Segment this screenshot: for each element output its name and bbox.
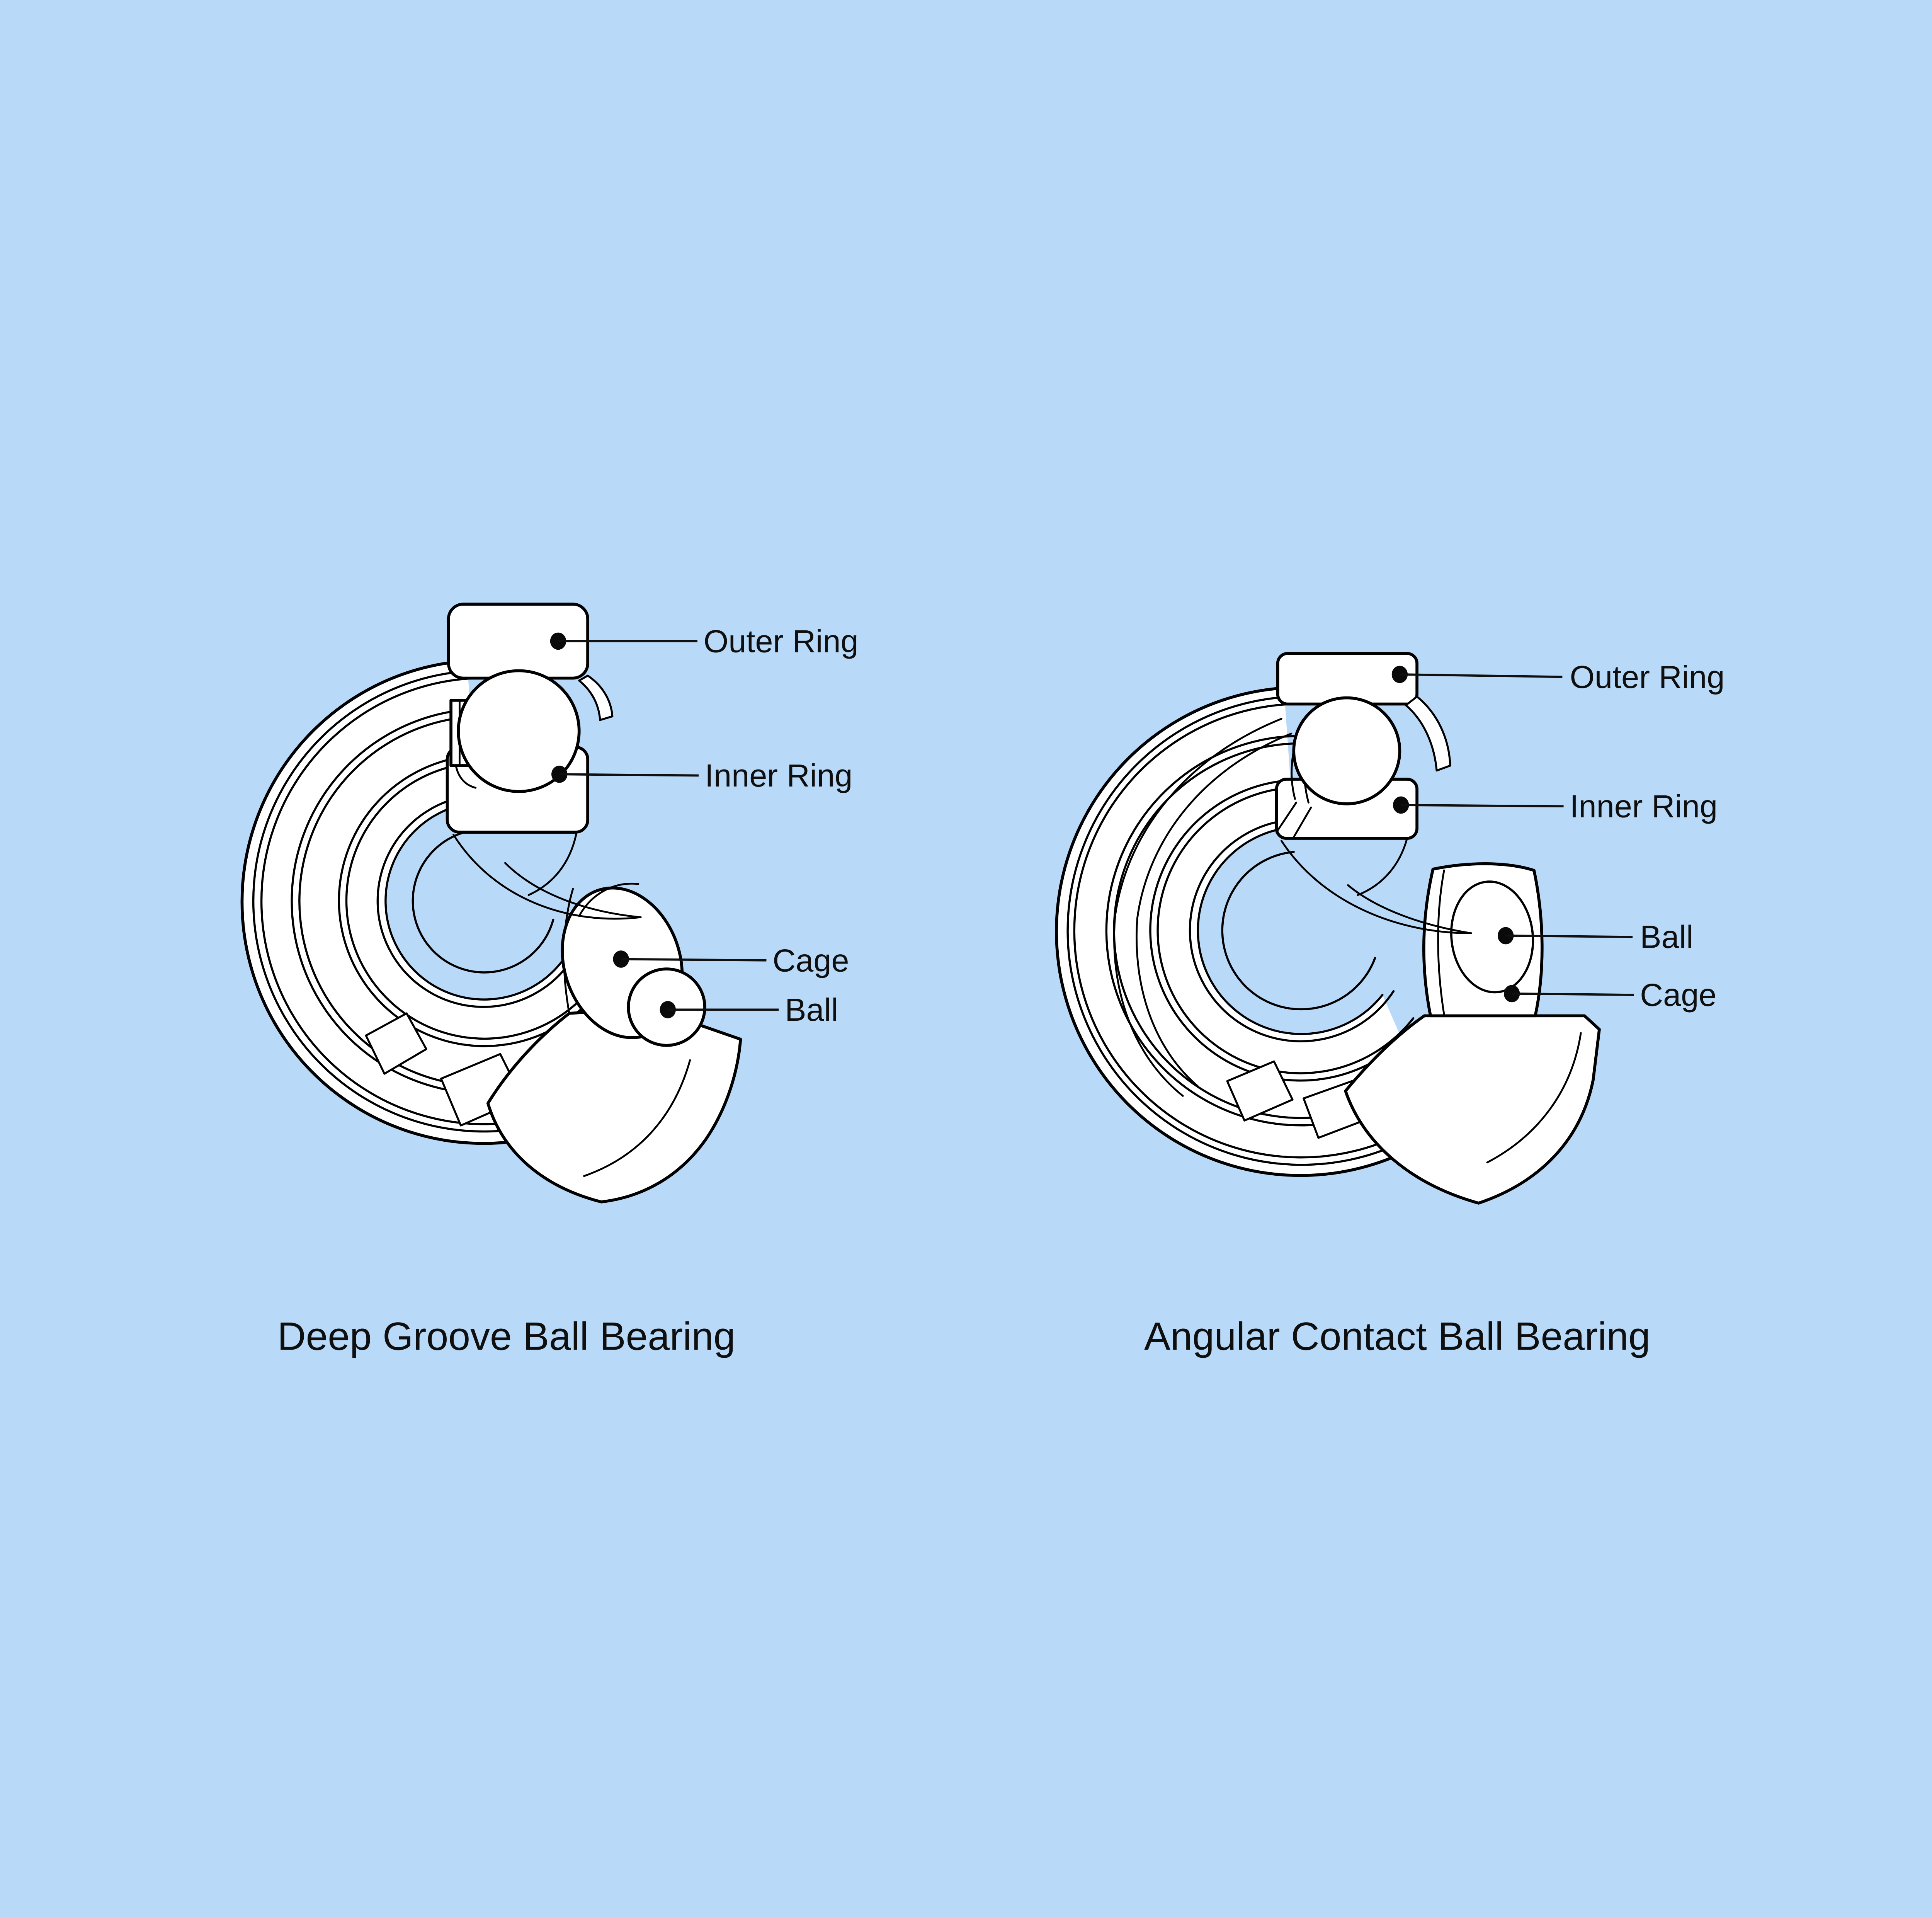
- leader-outer-ring: Outer Ring: [550, 623, 859, 659]
- label-outer-ring: Outer Ring: [704, 623, 859, 659]
- label-cage: Cage: [772, 942, 849, 978]
- outer-ring-far-section: [1344, 1014, 1601, 1205]
- leader-line: [1512, 993, 1634, 996]
- label-cage: Cage: [1640, 977, 1716, 1013]
- label-ball: Ball: [1640, 919, 1693, 955]
- outer-ring-outline: [240, 659, 624, 1145]
- contact-angle-lines: [1113, 718, 1293, 1097]
- bearing-body: [242, 661, 622, 1144]
- leader-line: [621, 958, 767, 962]
- leader-line: [1401, 804, 1564, 808]
- leader-cage: Cage: [1503, 977, 1716, 1013]
- bore-edge: [384, 801, 563, 1001]
- leader-ball: Ball: [660, 992, 838, 1028]
- outer-ring-lip: [578, 674, 614, 721]
- label-outer-ring: Outer Ring: [1570, 659, 1725, 695]
- ball: [457, 669, 581, 793]
- cage: [1422, 862, 1544, 1018]
- outer-ring-lip: [1405, 695, 1451, 772]
- bearing-body: [1056, 688, 1442, 1176]
- ball-in-pocket: [1450, 880, 1534, 994]
- leader-line: [1505, 935, 1633, 938]
- leader-dot: [613, 950, 629, 968]
- deep-groove-bearing-figure: Outer Ring Inner Ring Cage Ball Deep Gro…: [240, 603, 859, 1358]
- title-angular-contact: Angular Contact Ball Bearing: [1144, 1314, 1650, 1358]
- angular-contact-bearing-figure: Outer Ring Inner Ring Ball Cage Angular …: [1055, 652, 1725, 1358]
- label-inner-ring: Inner Ring: [705, 758, 852, 793]
- leader-line: [1400, 673, 1563, 678]
- inner-ring-groove-lines: [1280, 837, 1472, 935]
- leader-inner-ring: Inner Ring: [551, 758, 852, 793]
- leader-line: [559, 773, 699, 777]
- ball: [1292, 696, 1401, 805]
- inner-ring-arcs: [1149, 779, 1417, 1082]
- title-deep-groove: Deep Groove Ball Bearing: [277, 1314, 735, 1358]
- label-inner-ring: Inner Ring: [1570, 788, 1718, 824]
- inner-ring-arcs: [338, 754, 596, 1047]
- leader-dot: [1503, 985, 1520, 1003]
- leader-cage: Cage: [613, 942, 849, 978]
- bore-edge: [1197, 826, 1384, 1035]
- label-ball: Ball: [785, 992, 838, 1028]
- leader-ball: Ball: [1497, 919, 1693, 955]
- leader-inner-ring: Inner Ring: [1393, 788, 1718, 824]
- inner-ring-groove-lines: [452, 831, 642, 920]
- outer-ring-outline: [1055, 686, 1443, 1177]
- leader-outer-ring: Outer Ring: [1391, 659, 1725, 695]
